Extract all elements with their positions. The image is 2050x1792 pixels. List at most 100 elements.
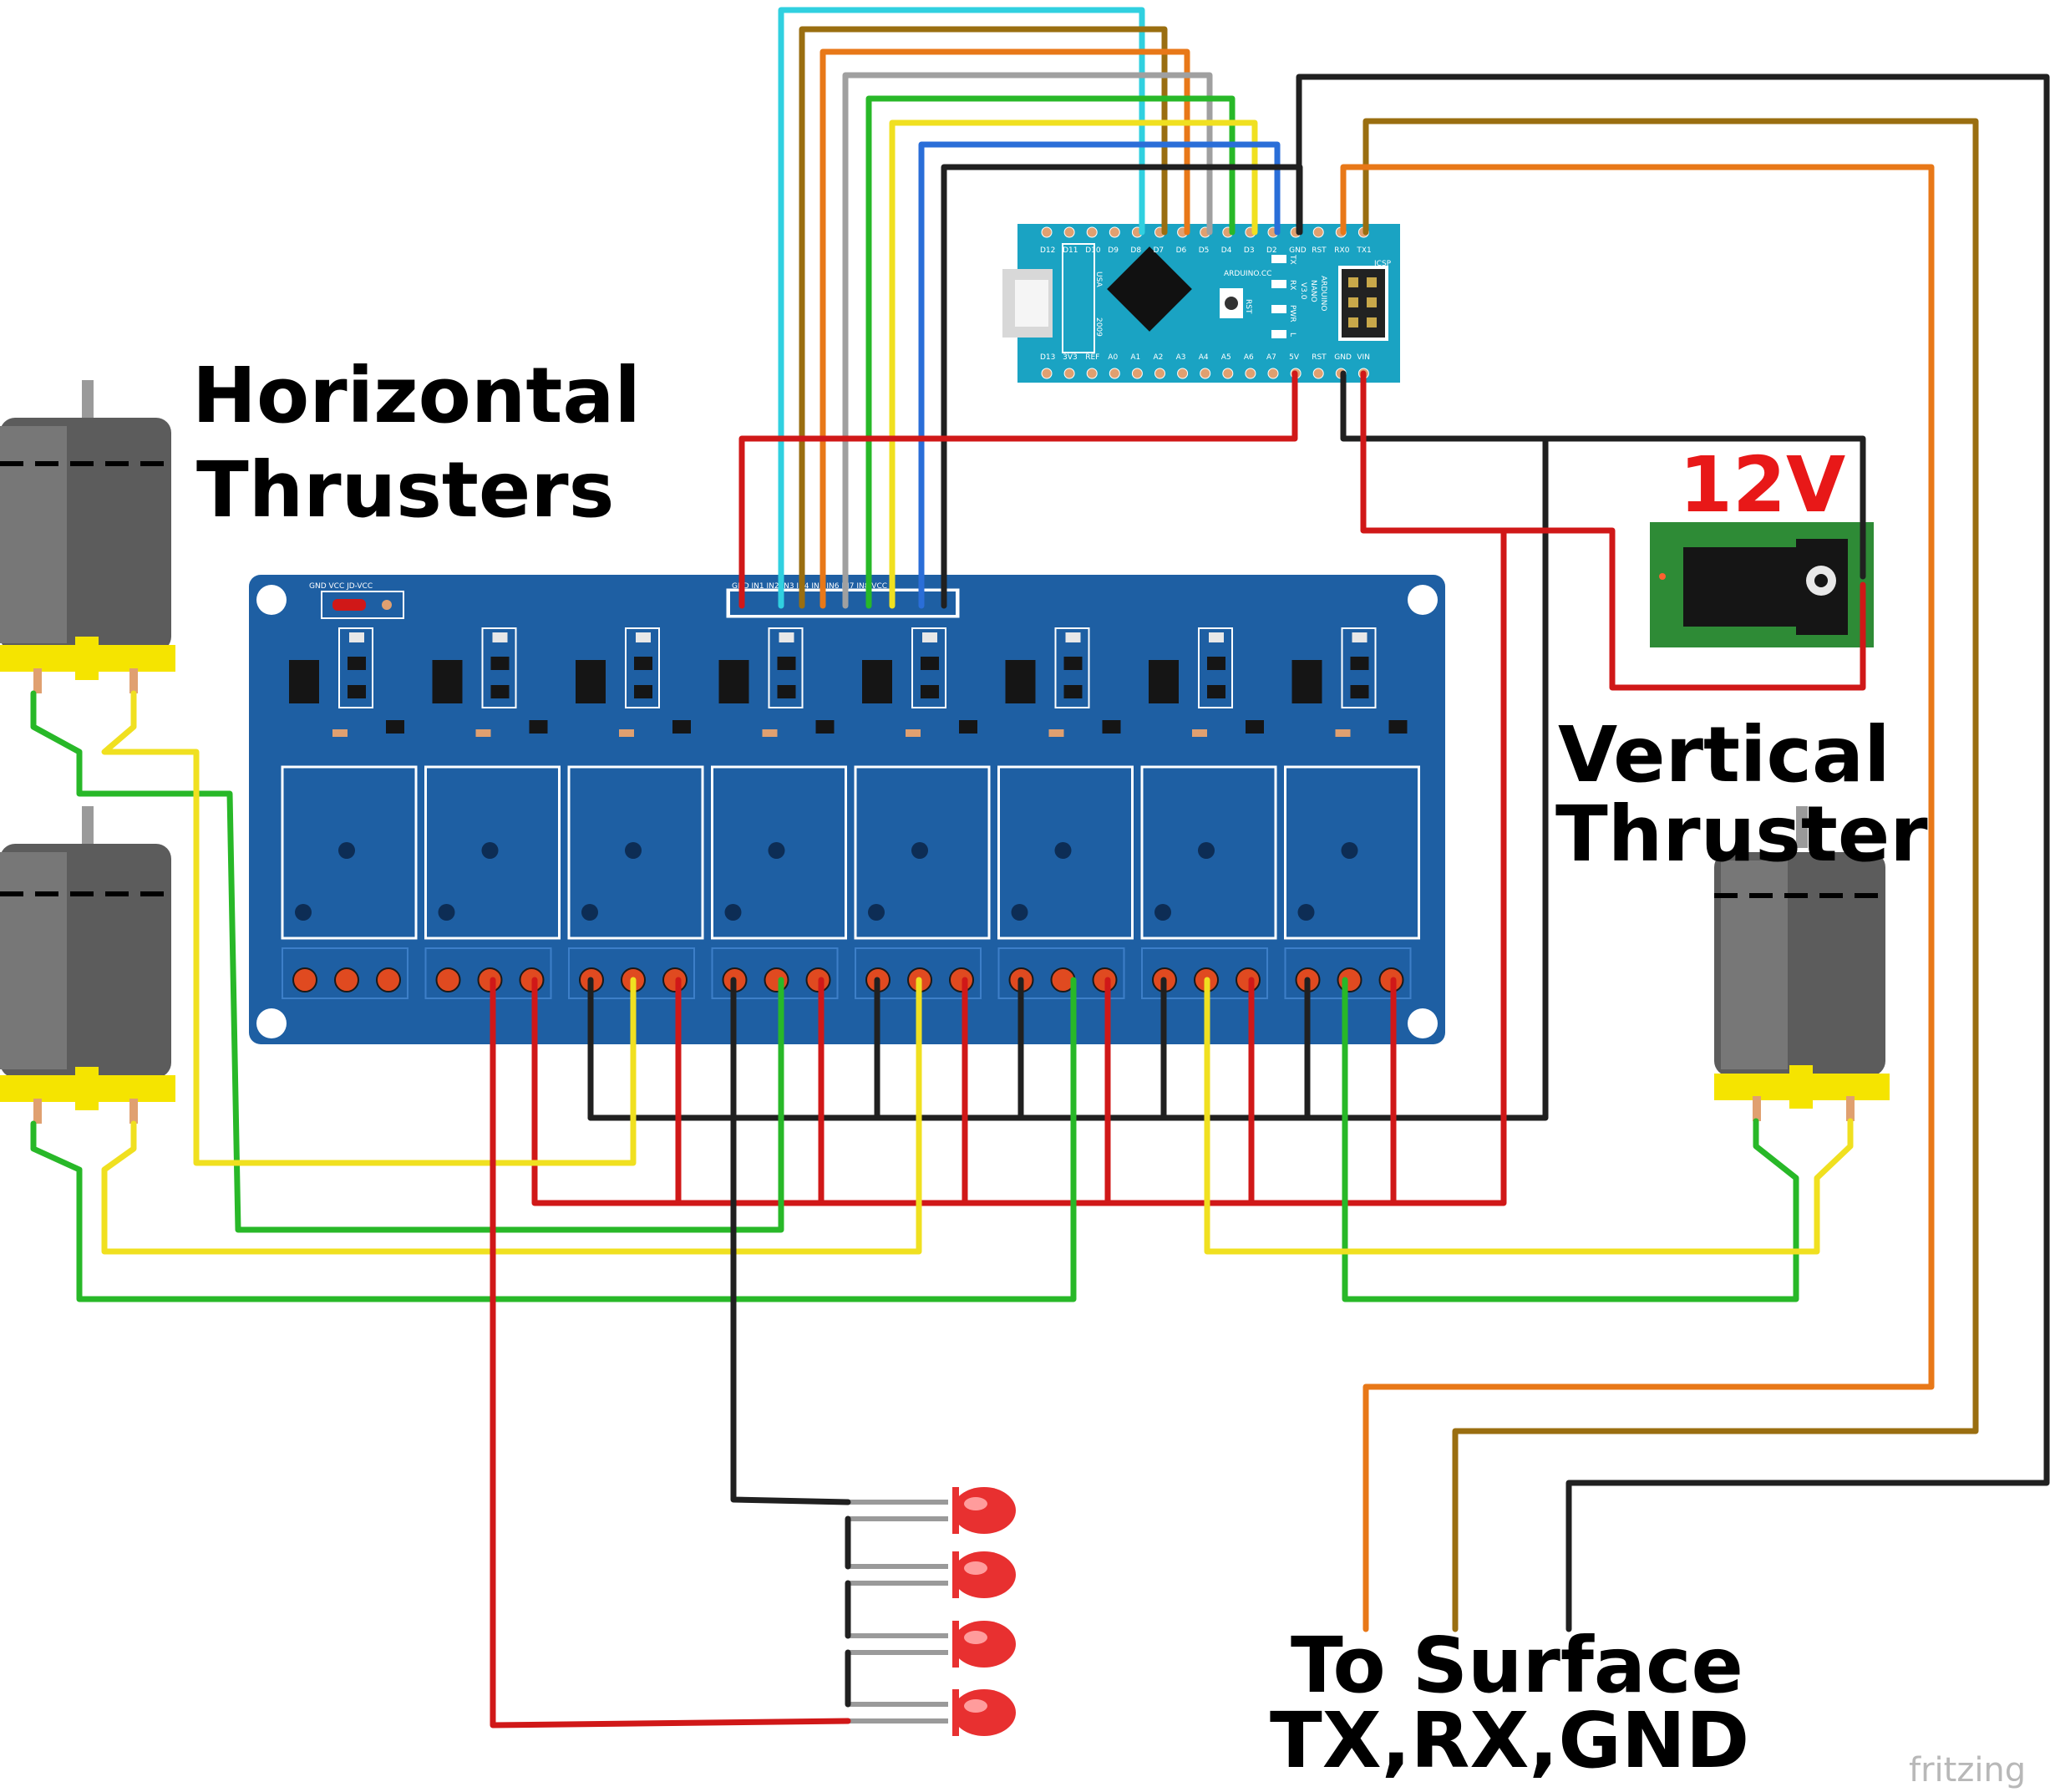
arduino-led-l-label: L: [1288, 333, 1296, 337]
optocoupler: [718, 660, 749, 703]
arduino-pin-a2: [1154, 368, 1165, 379]
relay-led: [492, 632, 508, 642]
icsp-pin: [1348, 277, 1358, 287]
horizontal-thrusters-label-line1: Horizontal: [192, 351, 641, 440]
relay-resistor: [777, 685, 796, 698]
relay-led-box: [625, 627, 660, 708]
relay-coil-mark: [625, 842, 642, 859]
relay-resistor: [1207, 685, 1225, 698]
to-surface-label-line1: To Surface: [1291, 1621, 1743, 1710]
relay-pin-mark: [1154, 904, 1171, 921]
signal-wire: [889, 119, 1258, 609]
arduino-pin-label: D9: [1108, 246, 1119, 255]
arduino-pin-label: A3: [1176, 353, 1186, 362]
optocoupler: [862, 660, 892, 703]
relay-pin-mark: [724, 904, 742, 921]
arduino-pin-label: RST: [1312, 246, 1327, 255]
arduino-pin-rst: [1312, 226, 1324, 238]
vin-wire: [1360, 370, 1866, 691]
relay-led: [636, 632, 651, 642]
relay-coil-mark: [1198, 842, 1215, 859]
terminal-screw: [1337, 967, 1362, 992]
relay-led: [1065, 632, 1081, 642]
relay-modules: [281, 765, 1420, 940]
red-bus-wire: [531, 527, 1507, 1206]
relay-transistor: [1246, 720, 1264, 734]
relay-pin-mark: [295, 904, 312, 921]
relay-pin-mark: [438, 904, 455, 921]
icsp-pin: [1367, 317, 1377, 327]
motor-wire: [30, 977, 1077, 1302]
motor-wire: [101, 690, 637, 1166]
terminal-screw: [1236, 967, 1261, 992]
terminal-screw: [334, 967, 359, 992]
relay-diode: [1048, 729, 1064, 737]
arduino-led-tx-label: TX: [1288, 254, 1296, 265]
relay-resistor: [634, 685, 652, 698]
optocoupler: [576, 660, 606, 703]
arduino-pin-d11: [1063, 226, 1075, 238]
relay-coil-mark: [1054, 842, 1072, 859]
led-highlight: [964, 1497, 987, 1510]
arduino-pin-label: A0: [1108, 353, 1118, 362]
led-rim: [952, 1551, 959, 1598]
arduino-pin-label: D12: [1040, 246, 1055, 255]
power-12v-label: 12V: [1679, 440, 1845, 530]
fritzing-brand: fritzing: [1909, 1751, 2026, 1789]
motor-wire: [1342, 977, 1799, 1302]
arduino-pin-label: GND: [1334, 353, 1352, 362]
arduino-pin-label: TX1: [1356, 246, 1371, 255]
relay-resistor: [921, 685, 939, 698]
icsp-pin: [1348, 317, 1358, 327]
vcc-wire: [738, 370, 1298, 609]
horizontal-thruster-motor-top: [0, 380, 175, 693]
arduino-pin-3v3: [1063, 368, 1075, 379]
terminal-screw: [435, 967, 461, 992]
arduino-pin-label: D5: [1199, 246, 1210, 255]
relay-transistor: [959, 720, 977, 734]
relay-pin-mark: [1011, 904, 1028, 921]
led-highlight: [964, 1561, 987, 1575]
indicator-leds: [848, 1487, 1016, 1736]
relay-diode: [332, 729, 348, 737]
led: [952, 1621, 1016, 1668]
relay-transistor: [529, 720, 548, 734]
relay-resistor: [1350, 657, 1369, 670]
icsp-pin: [1367, 297, 1377, 307]
relay-transistor: [1102, 720, 1121, 734]
relay-coil-mark: [1341, 842, 1358, 859]
arduino-pin-label: RST: [1312, 353, 1327, 362]
vertical-thruster-motor: [1714, 806, 1890, 1121]
relay-resistor: [1350, 685, 1369, 698]
motor-wire: [101, 977, 922, 1255]
arduino-pin-d12: [1041, 226, 1053, 238]
arduino-pin-d10: [1086, 226, 1098, 238]
optocoupler: [1149, 660, 1179, 703]
arduino-board-text-3: V3.0: [1299, 282, 1307, 300]
terminal-screw: [292, 967, 317, 992]
led-gnd-wire: [730, 1114, 851, 1505]
arduino-pin-label: D10: [1085, 246, 1101, 255]
surface-gnd-wire: [1296, 74, 2050, 1632]
arduino-pin-label: A1: [1130, 353, 1140, 362]
arduino-pin-label: D8: [1130, 246, 1141, 255]
relay-resistor: [777, 657, 796, 670]
vertical-thruster-label-line2: Thruster: [1555, 789, 1928, 879]
power-jack-12v: [1650, 522, 1874, 647]
arduino-board-text-2: NANO: [1309, 280, 1317, 302]
horizontal-thrusters-label-line2: Thrusters: [196, 445, 614, 535]
led-highlight: [964, 1699, 987, 1713]
relay-diode: [1335, 729, 1351, 737]
led-rim: [952, 1689, 959, 1736]
relay-resistor: [1063, 657, 1083, 670]
icsp-pin: [1348, 297, 1358, 307]
gnd-wire: [1340, 370, 1866, 580]
horizontal-thruster-motor-bottom: [0, 806, 175, 1124]
relay-resistor: [490, 685, 510, 698]
arduino-pin-label: D13: [1040, 353, 1055, 362]
arduino-pin-a4: [1200, 368, 1211, 379]
arduino-pin-label: D7: [1154, 246, 1165, 255]
arduino-pin-d9: [1109, 226, 1120, 238]
led: [952, 1487, 1016, 1534]
